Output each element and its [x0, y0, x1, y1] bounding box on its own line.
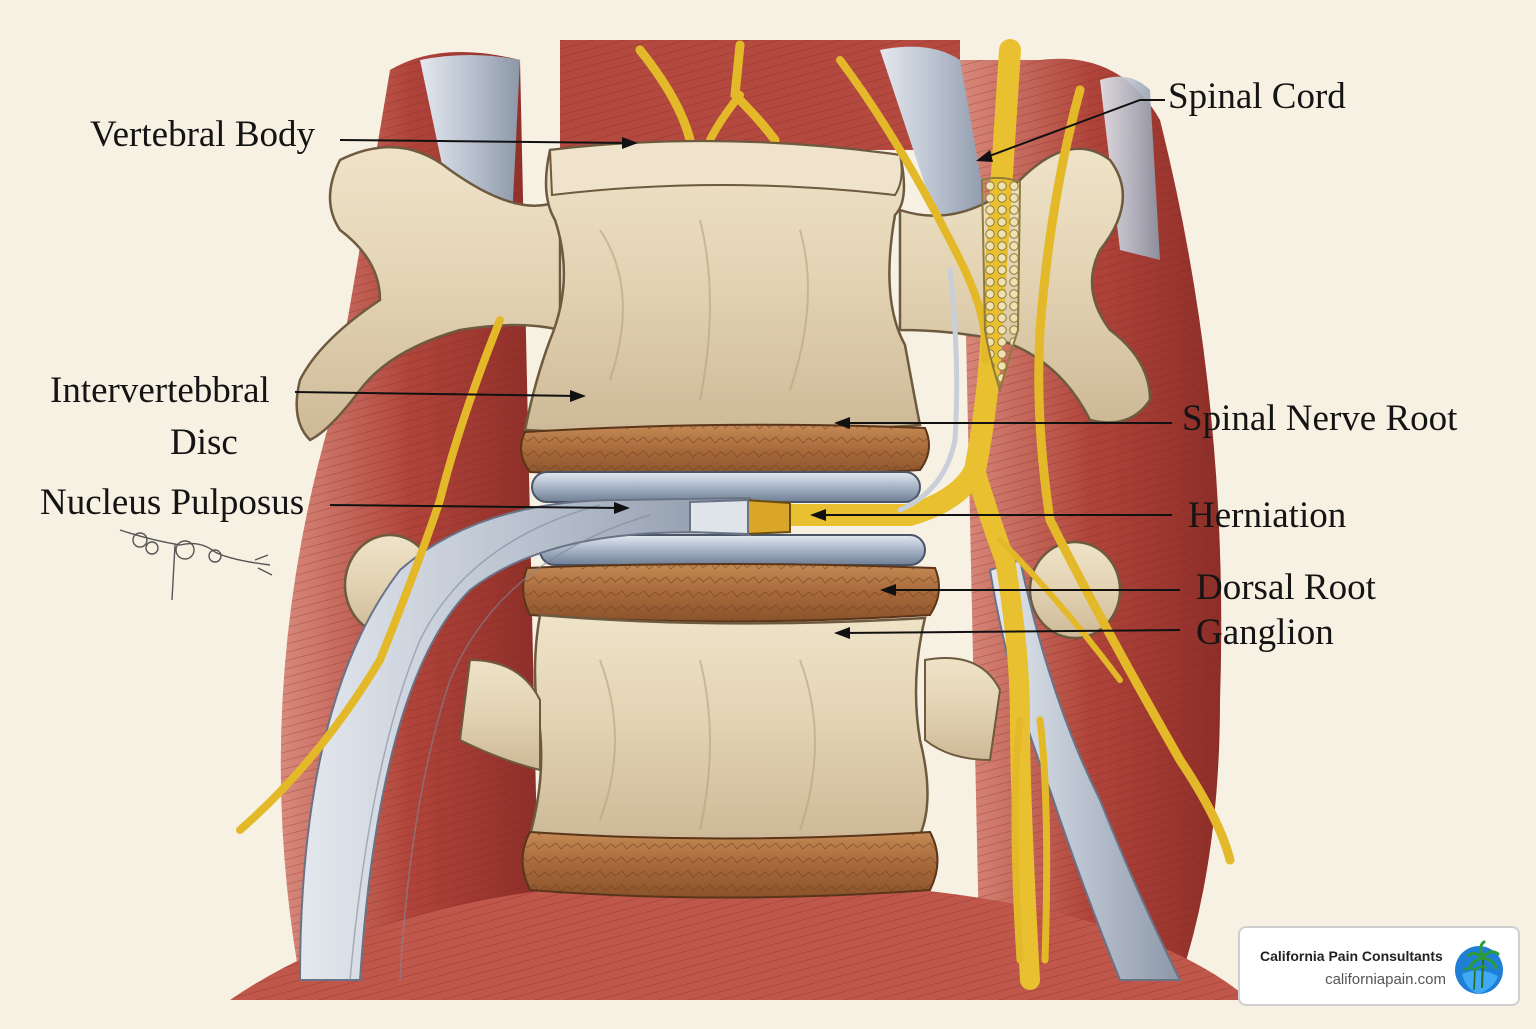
- label-dorsal-root: Dorsal Root: [1196, 567, 1376, 608]
- upper-nerves: [635, 40, 780, 145]
- leader-intervertebral-disc: [294, 391, 579, 397]
- label-spinal-cord: Spinal Cord: [1168, 76, 1346, 117]
- upper-vertebra: [295, 139, 1152, 442]
- label-vertebral-body: Vertebral Body: [90, 114, 316, 155]
- lower-disc: [522, 563, 940, 623]
- label-herniation: Herniation: [1188, 495, 1347, 536]
- leader-lines: [294, 99, 1181, 634]
- brand-badge[interactable]: California Pain Consultants californiapa…: [1238, 926, 1520, 1006]
- brand-url[interactable]: californiapain.com: [1325, 971, 1446, 988]
- leader-nucleus-pulposus: [329, 504, 623, 509]
- label-intervertebral-disc-line1: Intervertebbral: [50, 370, 270, 411]
- brand-name: California Pain Consultants: [1260, 948, 1443, 964]
- label-intervertebral-disc-line2: Disc: [170, 422, 238, 463]
- herniation-bulge: [689, 498, 791, 536]
- ligament-band-left: [298, 496, 751, 981]
- small-tissue-sketch: [119, 529, 273, 601]
- leader-vertebral-body: [339, 139, 631, 144]
- nerve-network: [236, 39, 1235, 990]
- label-spinal-nerve-root: Spinal Nerve Root: [1182, 398, 1458, 439]
- blue-disc-layers: [531, 471, 926, 566]
- label-nucleus-pulposus: Nucleus Pulposus: [40, 482, 305, 523]
- leader-ganglion: [841, 629, 1181, 634]
- palm-tree-globe-icon: [1455, 940, 1503, 994]
- label-ganglion: Ganglion: [1196, 612, 1334, 653]
- lower-vertebra: [343, 533, 1122, 899]
- spinal-cord-section: [980, 176, 1022, 394]
- arrowheads: [570, 137, 993, 639]
- leader-spinal-cord: [983, 99, 1165, 159]
- upper-disc: [520, 423, 930, 478]
